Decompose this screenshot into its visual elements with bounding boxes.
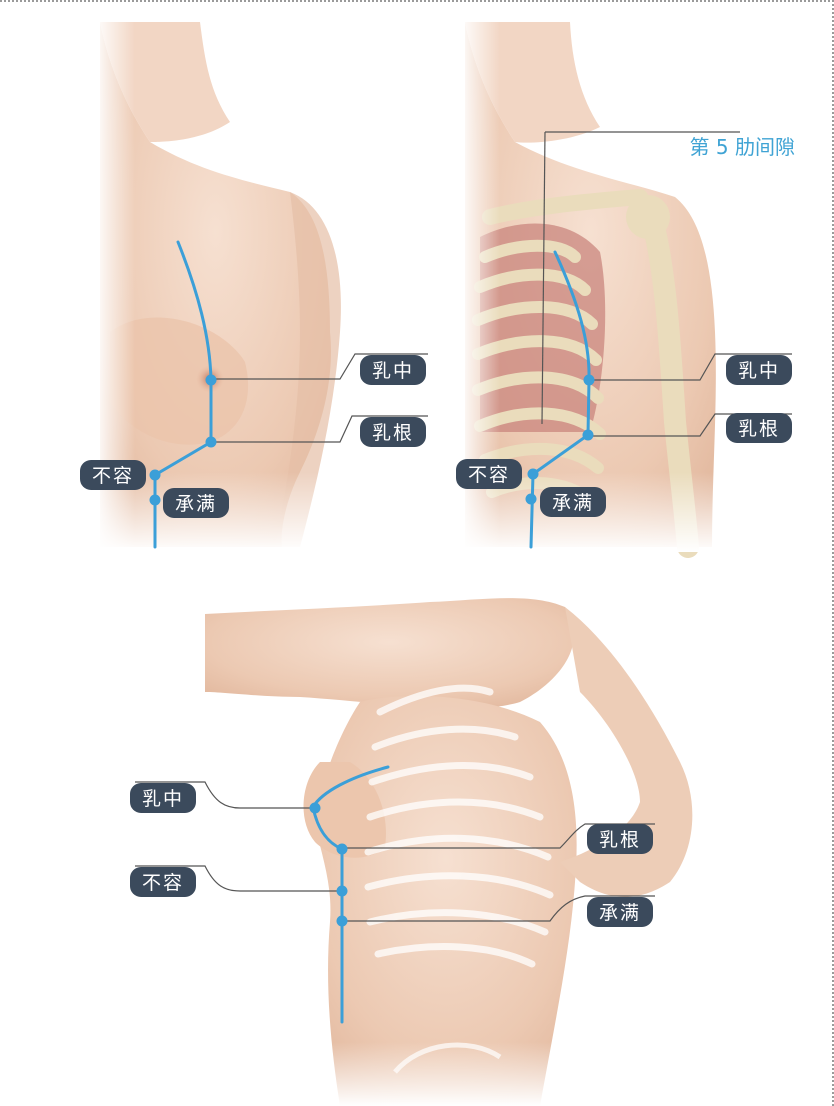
skeleton-burong-tag: 不容 — [456, 459, 522, 489]
clavicle — [482, 189, 648, 225]
skeleton-ruzhong-tag: 乳中 — [726, 355, 792, 385]
front-rugen-point — [205, 436, 217, 448]
side-burong-point — [336, 885, 348, 897]
skeleton-burong-point — [527, 468, 539, 480]
front-breast — [110, 317, 249, 445]
side-rugen-point — [336, 843, 348, 855]
front-burong-tag: 不容 — [80, 460, 146, 490]
svg-text:承满: 承满 — [599, 902, 641, 924]
front-chengman-point — [149, 494, 161, 506]
side-ruzhong-point — [309, 802, 321, 814]
svg-text:不容: 不容 — [142, 872, 184, 894]
svg-text:乳中: 乳中 — [738, 360, 780, 382]
svg-text:乳中: 乳中 — [142, 788, 184, 810]
front-burong-point — [149, 469, 161, 481]
side-raised-arm — [205, 598, 575, 709]
label-tags: 乳中 乳根 不容 承满 乳中 乳根 不容 承满 — [80, 355, 792, 927]
svg-text:乳根: 乳根 — [738, 418, 780, 440]
svg-text:不容: 不容 — [468, 464, 510, 486]
skeleton-chengman-point — [525, 493, 537, 505]
svg-text:乳中: 乳中 — [372, 360, 414, 382]
side-chengman-point — [336, 915, 348, 927]
front-rugen-tag: 乳根 — [360, 417, 426, 447]
skeleton-ruzhong-point — [583, 374, 595, 386]
skeleton-rugen-point — [582, 429, 594, 441]
svg-text:承满: 承满 — [175, 493, 217, 515]
side-chengman-tag: 承满 — [587, 897, 653, 927]
front-chengman-tag: 承满 — [163, 488, 229, 518]
svg-text:承满: 承满 — [552, 492, 594, 514]
side-torso — [315, 696, 577, 1106]
side-bent-arm — [560, 607, 693, 897]
front-ruzhong-tag: 乳中 — [360, 355, 426, 385]
skeleton-chengman-tag: 承满 — [540, 487, 606, 517]
rib-space-label: 第 5 肋间隙 — [690, 135, 795, 159]
acupoint-dots — [149, 374, 595, 927]
humerus-head — [626, 195, 670, 239]
svg-text:乳根: 乳根 — [599, 829, 641, 851]
side-view-panel — [200, 598, 693, 1106]
leader-lines — [135, 131, 792, 922]
front-ruzhong-point — [205, 374, 217, 386]
side-ruzhong-tag: 乳中 — [130, 783, 196, 813]
front-torso-panel — [95, 22, 345, 552]
side-rugen-tag: 乳根 — [587, 824, 653, 854]
side-rib-outlines — [364, 684, 554, 968]
svg-text:乳根: 乳根 — [372, 422, 414, 444]
side-burong-tag: 不容 — [130, 867, 196, 897]
skeleton-rugen-tag: 乳根 — [726, 413, 792, 443]
front-arm — [275, 192, 341, 547]
svg-text:不容: 不容 — [92, 465, 134, 487]
